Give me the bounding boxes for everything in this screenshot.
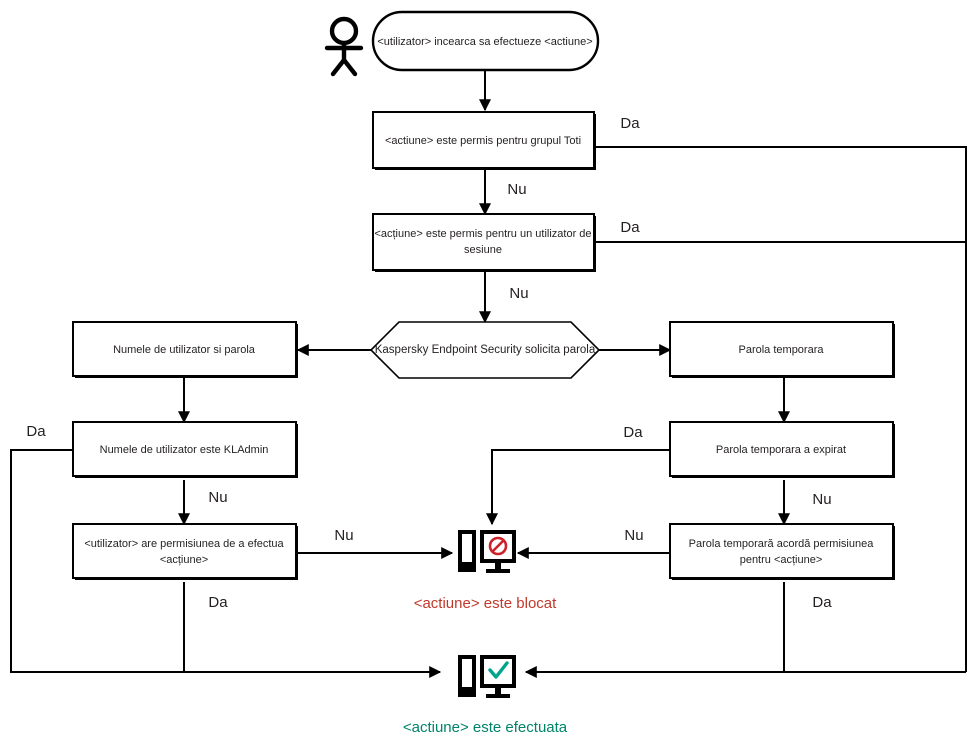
edge-label-permission-no: Nu bbox=[334, 527, 353, 544]
svg-text:Parola temporară acordă permis: Parola temporară acordă permisiunea bbox=[689, 538, 875, 550]
edge-label-expired-yes: Da bbox=[623, 424, 643, 441]
node-username-password: Numele de utilizator si parola bbox=[72, 321, 298, 378]
node-start-label: <utilizator> incearca sa efectueze <acti… bbox=[377, 36, 592, 48]
node-temp-password-label: Parola temporara bbox=[739, 344, 825, 356]
edge-label-session-yes: Da bbox=[620, 219, 640, 236]
monitor-check-icon bbox=[458, 655, 516, 698]
node-decision-all-group: <actiune> este permis pentru grupul Toti bbox=[372, 111, 596, 170]
svg-text:<acțiune> este permis pentru u: <acțiune> este permis pentru un utilizat… bbox=[374, 228, 591, 240]
node-temp-password-expired: Parola temporara a expirat bbox=[669, 421, 895, 478]
node-start: <utilizator> incearca sa efectueze <acti… bbox=[371, 10, 600, 72]
node-temp-password: Parola temporara bbox=[669, 321, 895, 378]
edge-label-grants-yes: Da bbox=[812, 594, 832, 611]
edge-label-grants-no: Nu bbox=[624, 527, 643, 544]
node-decision-all-group-label: <actiune> este permis pentru grupul Toti bbox=[385, 135, 581, 147]
node-user-has-permission: <utilizator> are permisiunea de a efectu… bbox=[72, 523, 298, 580]
edge-label-group-no: Nu bbox=[507, 181, 526, 198]
node-temp-password-grants: Parola temporară acordă permisiunea pent… bbox=[669, 523, 895, 580]
user-actor-icon bbox=[324, 16, 364, 77]
node-is-kladmin-label: Numele de utilizator este KLAdmin bbox=[100, 444, 269, 456]
node-temp-password-expired-label: Parola temporara a expirat bbox=[716, 444, 846, 456]
svg-text:sesiune: sesiune bbox=[464, 244, 502, 256]
node-is-kladmin: Numele de utilizator este KLAdmin bbox=[72, 421, 298, 478]
svg-text:<utilizator> are permisiunea d: <utilizator> are permisiunea de a efectu… bbox=[84, 538, 284, 550]
edge-label-kladmin-yes: Da bbox=[26, 423, 46, 440]
edge-layer bbox=[10, 70, 967, 678]
blocked-terminal-label: <actiune> este blocat bbox=[414, 595, 557, 612]
edge-label-session-no: Nu bbox=[509, 285, 528, 302]
edge-label-group-yes: Da bbox=[620, 115, 640, 132]
edge-label-layer: Da Nu Da Nu Da Nu Nu Da Da Nu Nu Da bbox=[26, 115, 832, 611]
monitor-blocked-icon bbox=[458, 530, 516, 573]
node-username-password-label: Numele de utilizator si parola bbox=[113, 344, 256, 356]
node-decision-session-user: <acțiune> este permis pentru un utilizat… bbox=[372, 213, 596, 272]
edge-label-kladmin-no: Nu bbox=[208, 489, 227, 506]
svg-text:<acțiune>: <acțiune> bbox=[160, 554, 208, 566]
node-password-prompt: Kaspersky Endpoint Security solicita par… bbox=[369, 321, 601, 379]
done-terminal-label: <actiune> este efectuata bbox=[403, 719, 568, 736]
svg-text:pentru <acțiune>: pentru <acțiune> bbox=[740, 554, 823, 566]
edge-label-expired-no: Nu bbox=[812, 491, 831, 508]
node-password-prompt-label: Kaspersky Endpoint Security solicita par… bbox=[375, 344, 596, 356]
edge-label-permission-yes: Da bbox=[208, 594, 228, 611]
